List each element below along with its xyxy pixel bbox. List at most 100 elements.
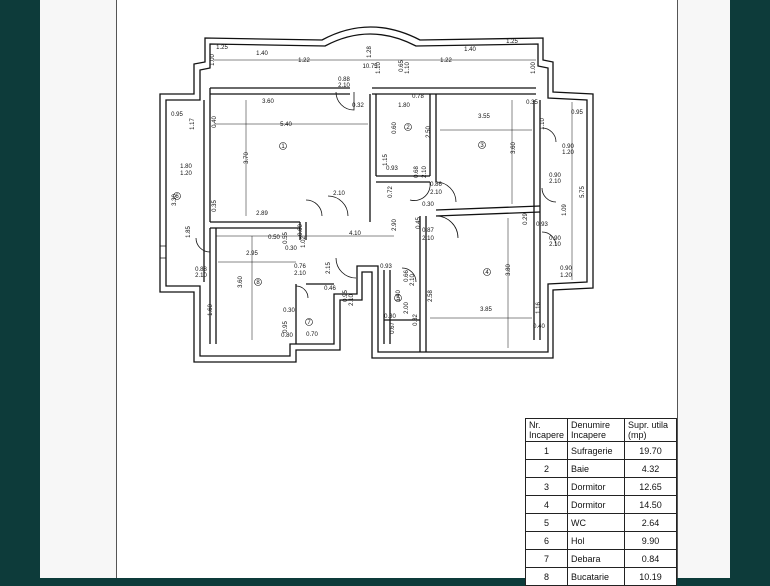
dimension-label: 5.40 <box>280 122 292 128</box>
dimension-label: 1.15 <box>383 154 389 166</box>
dimension-label: 2.10 <box>338 83 350 89</box>
room-number-label: 7 <box>307 320 311 326</box>
room-marker-circle <box>404 123 412 131</box>
room-marker-circle <box>279 142 287 150</box>
room-name: Dormitor <box>567 495 626 514</box>
room-number-label: 8 <box>256 280 260 286</box>
dimension-label: 0.32 <box>413 314 419 326</box>
room-area: 10.19 <box>624 567 678 586</box>
dimension-label: 0.88 <box>338 77 350 83</box>
dimension-label: 0.88 <box>195 267 207 273</box>
room-number-label: 6 <box>175 194 179 200</box>
room-area: 19.70 <box>624 441 678 460</box>
dimension-label: 0.66 <box>404 270 410 282</box>
room-nr: 7 <box>524 549 569 568</box>
dimension-label: 1.17 <box>190 118 196 130</box>
room-number-label: 1 <box>281 144 285 150</box>
dimension-label: 2.95 <box>246 251 258 257</box>
room-marker-circle <box>173 192 181 200</box>
dimension-label: 2.10 <box>349 294 355 306</box>
dimension-label: 2.10 <box>195 273 207 279</box>
room-number-label: 3 <box>480 143 484 149</box>
dimension-label: 1.20 <box>562 150 574 156</box>
dimension-label: 0.93 <box>536 222 548 228</box>
header-nr: Nr. Incapere <box>524 418 569 442</box>
header-area: Supr. utila (mp) <box>624 418 678 442</box>
room-name: Bucatarie <box>567 567 626 586</box>
dimension-label: 1.10 <box>376 62 382 74</box>
header-name: Denumire Incapere <box>567 418 626 442</box>
plan-walls <box>159 26 594 363</box>
dimension-label: 1.25 <box>216 45 228 51</box>
dimension-label: 5.75 <box>580 186 586 198</box>
dimension-label: 0.35 <box>212 200 218 212</box>
dimension-label: 0.60 <box>392 122 398 134</box>
dimension-label: 0.72 <box>388 186 394 198</box>
dimension-label: 3.70 <box>244 152 250 164</box>
dimension-label: 0.90 <box>562 144 574 150</box>
plan-dimension-lines <box>214 59 573 348</box>
dimension-label: 1.60 <box>208 304 214 316</box>
dimension-label: 10.75 <box>362 64 378 70</box>
room-name: Debara <box>567 549 626 568</box>
dimension-label: 2.89 <box>256 211 268 217</box>
dimension-label: 2.90 <box>392 219 398 231</box>
legend-header-row: Nr. Incapere Denumire Incapere Supr. uti… <box>524 418 678 442</box>
dimension-label: 1.09 <box>562 204 568 216</box>
dimension-label: 2.10 <box>430 190 442 196</box>
dimension-label: 2.50 <box>426 126 432 138</box>
room-name: Baie <box>567 459 626 478</box>
dimension-label: 0.67 <box>390 322 396 334</box>
dimension-label: 0.95 <box>171 112 183 118</box>
dimension-label: 1.28 <box>367 46 373 58</box>
dimension-label: 1.10 <box>540 118 546 130</box>
room-nr: 1 <box>524 441 569 460</box>
room-name: Hol <box>567 531 626 550</box>
dimension-label: 2.10 <box>294 271 306 277</box>
dimension-label: 2.10 <box>549 179 561 185</box>
dimension-label: 0.30 <box>384 314 396 320</box>
dimension-label: 2.58 <box>428 290 434 302</box>
dimension-label: 2.10 <box>422 166 428 178</box>
dimension-label: 0.40 <box>212 116 218 128</box>
dimension-label: 3.60 <box>238 276 244 288</box>
dimension-label: 3.55 <box>478 114 490 120</box>
dimension-label: 2.10 <box>333 191 345 197</box>
plan-doors <box>160 91 557 299</box>
room-name: Sufragerie <box>567 441 626 460</box>
room-area: 0.84 <box>624 549 678 568</box>
room-area: 2.64 <box>624 513 678 532</box>
room-nr: 8 <box>524 567 569 586</box>
dimension-label: 1.22 <box>298 58 310 64</box>
dimension-label: 0.95 <box>283 321 289 333</box>
dimension-label: 0.30 <box>422 202 434 208</box>
dimension-label: 4.10 <box>349 231 361 237</box>
dimension-label: 1.40 <box>464 47 476 53</box>
dimension-label: 1.10 <box>405 62 411 74</box>
dimension-label: 0.29 <box>523 213 529 225</box>
room-legend-table: Nr. Incapere Denumire Incapere Supr. uti… <box>524 418 678 586</box>
dimension-label: 2.10 <box>410 274 416 286</box>
dimension-label: 1.25 <box>506 39 518 45</box>
room-name: Dormitor <box>567 477 626 496</box>
dimension-label: 0.93 <box>386 166 398 172</box>
dimension-label: 0.50 <box>268 235 280 241</box>
dimension-label: 3.60 <box>262 99 274 105</box>
room-number-label: 4 <box>485 270 489 276</box>
room-area: 9.90 <box>624 531 678 550</box>
room-marker-circle <box>305 318 313 326</box>
room-nr: 2 <box>524 459 569 478</box>
dimension-label: 1.20 <box>560 273 572 279</box>
dimension-label: 0.30 <box>285 246 297 252</box>
room-nr: 3 <box>524 477 569 496</box>
room-marker-circle <box>254 278 262 286</box>
dimension-label: 2.00 <box>404 302 410 314</box>
dimension-label: 1.85 <box>186 226 192 238</box>
room-name: WC <box>567 513 626 532</box>
dimension-label: 0.90 <box>549 173 561 179</box>
room-area: 14.50 <box>624 495 678 514</box>
